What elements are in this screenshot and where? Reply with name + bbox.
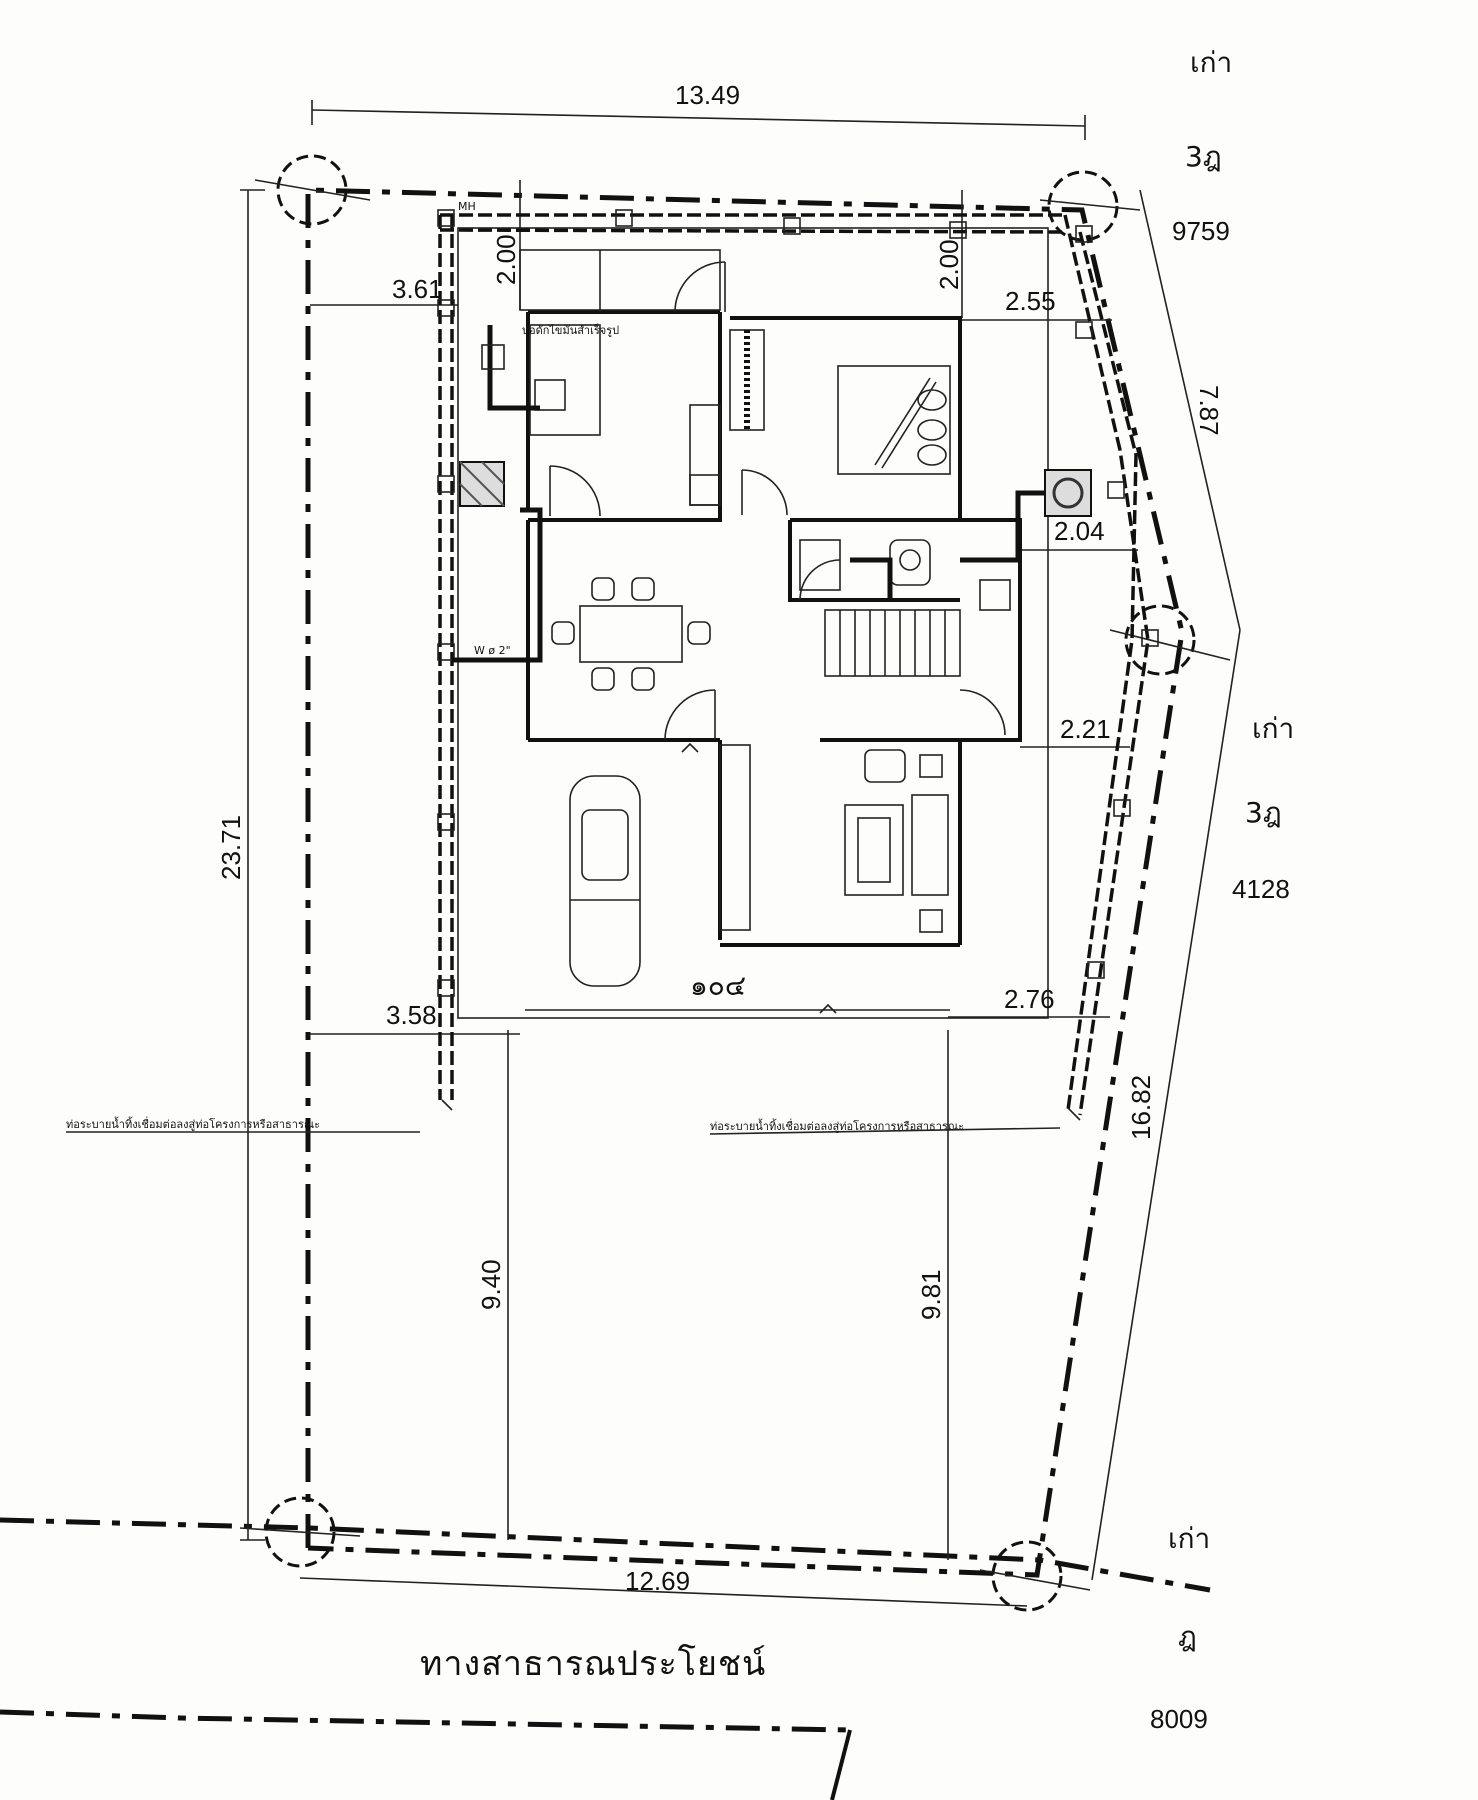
neighbor-top-line3: 9759	[1172, 216, 1230, 246]
dim-right-setback-4: 2.76	[1004, 984, 1055, 1014]
dim-right-setback-2: 2.04	[1054, 516, 1105, 546]
boundary-peg	[254, 154, 371, 226]
neighbor-top-line2: 3ฎ	[1185, 140, 1222, 173]
entrance-arrows	[681, 742, 837, 1014]
boundary-peg	[1039, 170, 1141, 242]
neighbor-bottom-line2: ฎ	[1178, 1620, 1197, 1653]
bed	[837, 365, 951, 475]
dim-front-setback-left: 9.40	[476, 1259, 506, 1310]
dim-right-lower: 16.82	[1126, 1075, 1156, 1140]
drain-note-right: ท่อระบายน้ำทิ้งเชื่อมต่อลงสู่ท่อโครงการห…	[710, 1118, 964, 1133]
dim-right-setback-3: 2.21	[1060, 714, 1111, 744]
neighbor-middle-line2: 3ฎ	[1245, 796, 1282, 829]
house-walls	[457, 227, 1049, 1019]
dim-rear-setback-right: 2.00	[934, 239, 964, 290]
road-edge-upper	[0, 1517, 1211, 1593]
road-label: ทางสาธารณประโยชน์	[420, 1644, 766, 1684]
property-boundary	[305, 187, 1185, 1578]
kitchen-counter	[529, 324, 721, 506]
drain-pipes	[452, 325, 1045, 663]
dim-left-setback-top: 3.61	[392, 274, 443, 304]
pipe-size-label: W ø 2"	[474, 644, 511, 657]
dim-front-setback-right: 9.81	[916, 1269, 946, 1320]
road-edge-lower	[0, 1709, 851, 1733]
dim-rear-setback-left: 2.00	[491, 234, 521, 285]
grease-trap-label: บ่อดักไขมันสำเร็จรูป	[522, 323, 619, 337]
drain-note-right-leader	[709, 1127, 1061, 1135]
drain-note-left: ท่อระบายน้ำทิ้งเชื่อมต่อลงสู่ท่อโครงการห…	[66, 1116, 320, 1131]
bathroom-fixtures	[799, 539, 1011, 611]
road-edge-right	[830, 1729, 852, 1800]
house-number: ๑๐๔	[690, 969, 746, 1002]
garage-partition	[719, 744, 751, 931]
dim-left-setback-bottom: 3.58	[386, 1000, 437, 1030]
grease-trap-box	[481, 344, 505, 370]
neighbor-middle-line1: เก่า	[1252, 712, 1294, 745]
dim-bottom-width: 12.69	[625, 1566, 690, 1596]
living-room-set	[844, 749, 949, 933]
car	[569, 775, 641, 987]
dim-top-width: 13.49	[675, 80, 740, 110]
manhole-label: MH	[458, 200, 476, 213]
neighbor-bottom-line3: 8009	[1150, 1704, 1208, 1734]
boundary-peg	[239, 1496, 361, 1568]
neighbor-top-line1: เก่า	[1190, 46, 1232, 79]
wardrobe	[729, 329, 765, 431]
septic-tank-left	[459, 461, 505, 507]
dim-left-length: 23.71	[216, 815, 246, 880]
neighbor-bottom-line1: เก่า	[1168, 1522, 1210, 1555]
dim-right-setback-1: 2.55	[1005, 286, 1056, 316]
neighbor-middle-line3: 4128	[1232, 874, 1290, 904]
boundary-peg	[979, 1540, 1091, 1612]
manhole-markers	[437, 209, 1159, 997]
septic-tank-right	[1044, 469, 1092, 517]
dimension-lines	[240, 100, 1241, 1607]
dim-right-upper: 7.87	[1194, 385, 1224, 436]
dining-set	[551, 577, 711, 691]
door-swings	[549, 261, 1006, 741]
stair	[824, 609, 961, 677]
boundary-peg	[1109, 604, 1231, 676]
